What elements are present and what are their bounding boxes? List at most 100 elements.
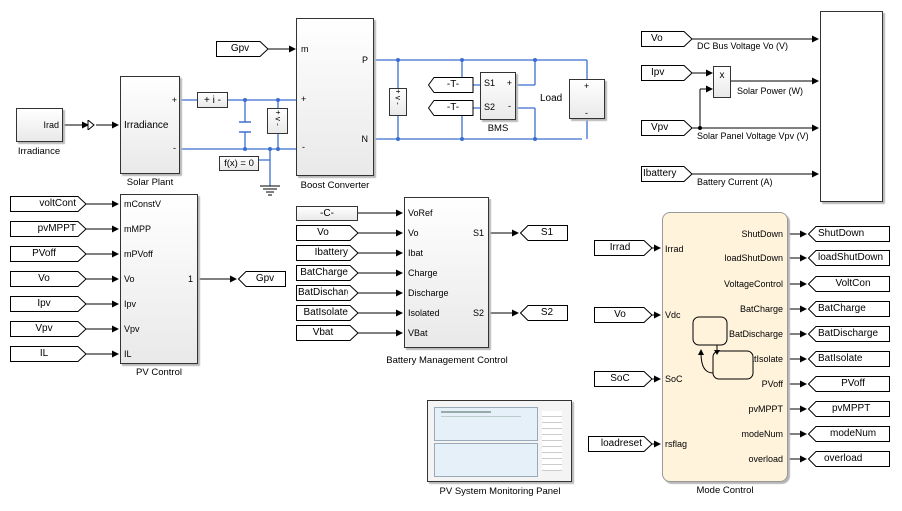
gpv-from-text: Gpv [230, 43, 250, 54]
bmc-in-voref-const[interactable]: -C- [296, 206, 358, 221]
pv-out-gpv-goto[interactable]: Gpv [238, 271, 286, 287]
mode-port-soc: SoC [665, 374, 683, 384]
load-label: Load [540, 93, 563, 104]
mode-out-batcharge[interactable]: BatCharge [808, 301, 890, 317]
bmc-in-vo-text: Vo [317, 227, 329, 238]
scope-ipv-from[interactable]: Ipv [641, 65, 693, 81]
bmc-in-batisolate[interactable]: BatIsolate [296, 305, 359, 321]
mode-out-batdischarge[interactable]: BatDischarge [808, 326, 890, 342]
bms-plus-port: + [506, 78, 512, 88]
scope-vo-label: DC Bus Voltage Vo (V) [697, 41, 789, 51]
bms-block[interactable]: S1 S2 + - [480, 72, 516, 120]
pv-control-block[interactable]: mConstV mMPP mPVoff Vo Ipv Vpv IL 1 [120, 194, 198, 364]
current-sensor-block[interactable]: + i - [197, 92, 228, 108]
mode-in-vo[interactable]: Vo [594, 307, 653, 323]
bmc-port-charge: Charge [408, 268, 438, 278]
pv-control-label: PV Control [136, 367, 182, 378]
mode-out-voltcon[interactable]: VoltCon [808, 276, 890, 292]
irradiance-source-block[interactable]: Irad [16, 108, 63, 142]
gpv-from-tag[interactable]: Gpv [216, 41, 269, 57]
solver-config-block[interactable]: f(x) = 0 [219, 156, 259, 171]
mode-out-shutdown[interactable]: ShutDown [808, 226, 890, 242]
mode-out-batcharge-text: BatCharge [818, 303, 866, 314]
product-block[interactable]: x [713, 66, 731, 98]
mode-out-pvmppt-text: pvMPPT [832, 403, 871, 414]
mode-out-batdischarge-text: BatDischarge [818, 328, 879, 339]
boost-converter-block[interactable]: m + - P N [296, 18, 374, 176]
bmc-in-batcharge[interactable]: BatCharge [296, 265, 359, 281]
bmc-in-ibattery-text: Ibattery [314, 247, 348, 258]
mode-out-pvmppt[interactable]: pvMPPT [808, 401, 890, 417]
bmc-port-voref: VoRef [408, 208, 433, 218]
load-plus: + [584, 81, 590, 91]
mode-port-batcharge: BatCharge [739, 304, 783, 314]
scope-vpv-from[interactable]: Vpv [641, 120, 693, 136]
scope-vpv-from-text: Vpv [651, 122, 669, 133]
mode-port-rsflag: rsflag [665, 439, 688, 449]
solar-plant-block[interactable]: Irradiance + - [120, 76, 180, 174]
pv-in-pvoff-text: PVoff [32, 248, 56, 259]
scope-ibattery-from[interactable]: Ibattery [641, 166, 693, 182]
pv-in-pvoff[interactable]: PVoff [10, 246, 87, 262]
irradiance-port-label: Irad [43, 120, 59, 130]
mode-port-irrad: Irrad [665, 244, 684, 254]
pv-port-ipv: Ipv [124, 299, 137, 309]
mode-port-voltagecontrol: VoltageControl [723, 279, 783, 289]
pv-in-ipv[interactable]: Ipv [10, 296, 87, 312]
pv-in-pvmppt[interactable]: pvMPPT [10, 221, 87, 237]
monitoring-panel-text-line [441, 416, 521, 417]
mode-out-loadshutdown[interactable]: loadShutDown [808, 250, 890, 266]
mode-in-irrad[interactable]: Irrad [594, 240, 653, 256]
scope-vo-from[interactable]: Vo [641, 31, 693, 47]
pv-in-vo[interactable]: Vo [10, 271, 87, 287]
bmc-port-vo: Vo [408, 228, 419, 238]
mode-out-pvoff[interactable]: PVoff [808, 376, 890, 392]
mode-control-chart[interactable]: Irrad Vdc SoC rsflag ShutDown loadShutDo… [662, 212, 788, 482]
bms-s2-port: S2 [484, 102, 496, 112]
pv-port-mmpp: mMPP [124, 224, 151, 234]
bms-s1-goto-text: -T- [446, 79, 460, 90]
mode-out-modenum[interactable]: modeNum [808, 426, 890, 442]
bmc-port-ibat: Ibat [408, 248, 424, 258]
voltage-sensor-pv[interactable]: + v - [267, 108, 288, 134]
pv-port-mconstv: mConstV [124, 199, 162, 209]
bms-s2-goto[interactable]: -T- [428, 100, 474, 116]
monitoring-panel-block[interactable] [427, 400, 572, 482]
bmc-in-ibattery[interactable]: Ibattery [296, 245, 359, 261]
pv-in-voltcont[interactable]: voltCont [10, 196, 87, 212]
bmc-in-batcharge-text: BatCharge [300, 267, 348, 278]
battery-management-control-block[interactable]: VoRef Vo Ibat Charge Discharge Isolated … [404, 197, 489, 348]
scope-block[interactable] [820, 11, 883, 202]
scope-ibattery-label: Battery Current (A) [697, 177, 773, 187]
bmc-out-s1-goto[interactable]: S1 [520, 225, 568, 241]
pv-in-vpv-text: Vpv [35, 323, 53, 334]
scope-ibattery-from-text: Ibattery [643, 168, 677, 179]
pv-port-out: 1 [187, 274, 193, 284]
bmc-in-batdischarge[interactable]: BatDischarge [296, 285, 359, 301]
bmc-port-vbat: VBat [408, 328, 428, 338]
mode-out-batisolate[interactable]: BatIsolate [808, 351, 890, 367]
voltage-sensor-dc[interactable]: + v - [389, 88, 407, 116]
mode-out-overload[interactable]: overload [808, 451, 890, 467]
mode-out-pvoff-text: PVoff [841, 378, 865, 389]
mode-in-vo-text: Vo [614, 309, 626, 320]
mode-control-label: Mode Control [696, 485, 754, 496]
bmc-in-vbat-text: Vbat [312, 327, 334, 338]
monitoring-panel-label: PV System Monitoring Panel [439, 486, 561, 497]
bms-s1-goto[interactable]: -T- [428, 77, 474, 93]
pv-in-vpv[interactable]: Vpv [10, 321, 87, 337]
load-block[interactable]: + - [569, 79, 605, 119]
mode-port-modenum: modeNum [741, 429, 783, 439]
mode-in-soc[interactable]: SoC [594, 371, 653, 387]
bmc-out-s2-goto[interactable]: S2 [520, 305, 568, 321]
scope-vpv-label: Solar Panel Voltage Vpv (V) [697, 131, 809, 141]
boost-port-minus: - [302, 142, 305, 152]
mode-out-modenum-text: modeNum [830, 428, 877, 439]
bmc-in-vbat[interactable]: Vbat [296, 325, 359, 341]
bmc-in-vo[interactable]: Vo [296, 225, 359, 241]
pv-port-vo: Vo [124, 274, 135, 284]
monitoring-panel-pane-bottom [434, 443, 538, 477]
pv-in-il[interactable]: IL [10, 346, 87, 362]
mode-in-loadreset[interactable]: loadreset [588, 436, 653, 452]
bmc-port-s1: S1 [472, 228, 484, 238]
